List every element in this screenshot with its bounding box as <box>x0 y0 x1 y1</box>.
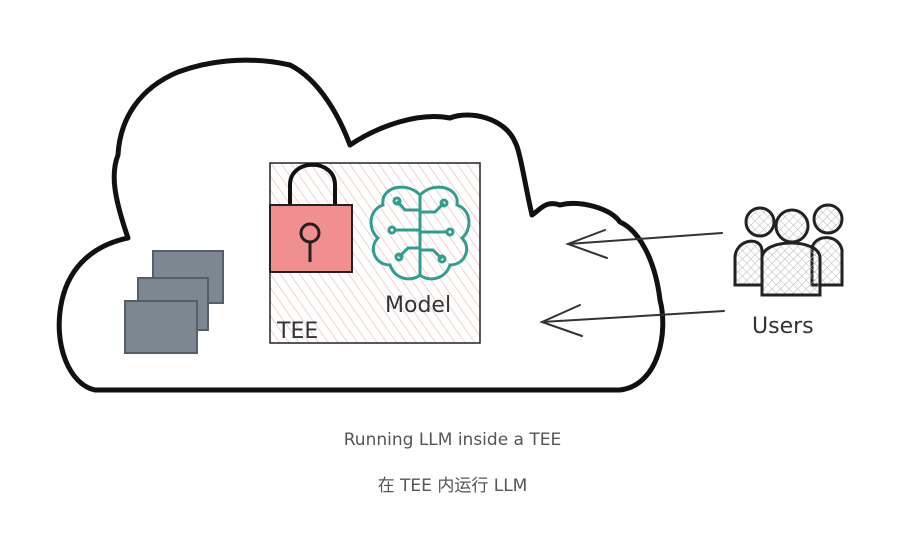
padlock-icon <box>269 162 353 273</box>
caption-english: Running LLM inside a TEE <box>343 430 562 450</box>
tee-diagram: TEE Model <box>56 57 844 393</box>
cloud-outline <box>56 57 666 393</box>
brain-circuit-icon <box>369 185 471 281</box>
request-arrow-lower <box>539 304 725 337</box>
users-label: Users <box>752 314 814 339</box>
caption-chinese: 在 TEE 内运行 LLM <box>377 476 528 496</box>
request-arrow-upper <box>565 229 723 259</box>
tee-label: TEE <box>276 319 318 344</box>
model-label: Model <box>385 293 451 318</box>
server-stack-icon <box>124 250 224 354</box>
users-group-icon <box>733 203 844 297</box>
